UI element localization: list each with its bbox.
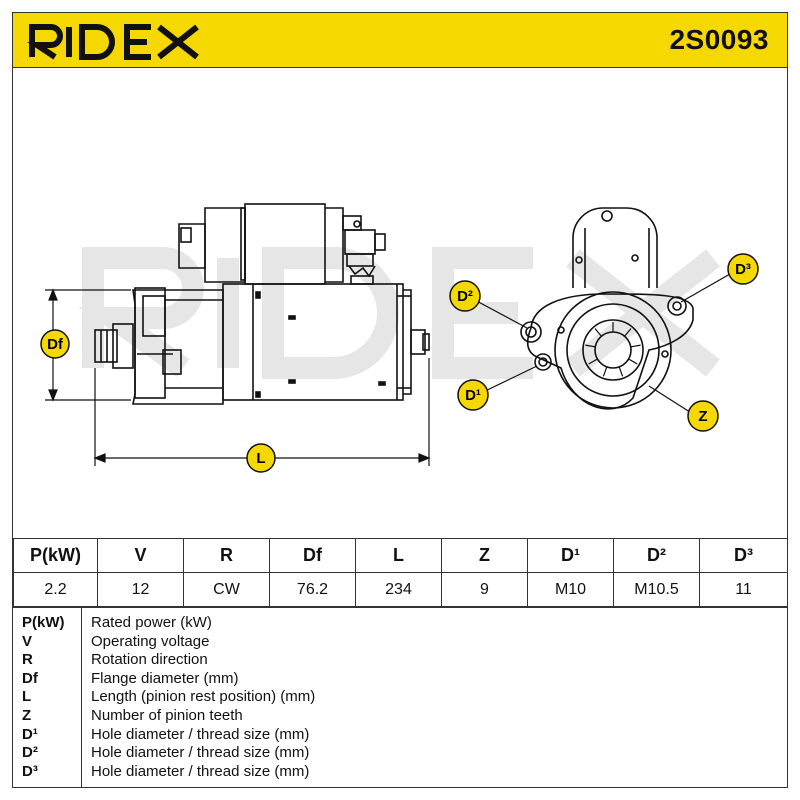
svg-text:L: L: [256, 450, 265, 467]
legend-symbol: D¹: [22, 725, 38, 743]
d2-callout: D²: [449, 280, 528, 329]
legend-description: Rated power (kW): [91, 614, 212, 631]
svg-text:Z: Z: [698, 408, 707, 425]
header-bar: 2S0093: [13, 13, 787, 68]
legend-description: Rotation direction: [91, 651, 208, 669]
legend-divider: [81, 608, 82, 788]
spec-header: V: [97, 538, 184, 573]
spec-header: D²: [613, 538, 700, 573]
legend-item: D³ Hole diameter / thread size (mm): [13, 763, 787, 782]
legend-item: L Length (pinion rest position) (mm): [13, 688, 787, 707]
d1-callout: D¹: [457, 365, 538, 411]
spec-value-row: 2.2 12 CW 76.2 234 9 M10 M10.5 11: [13, 572, 788, 607]
legend-description: Number of pinion teeth: [91, 707, 243, 724]
legend-item: P(kW) Rated power (kW): [13, 614, 787, 633]
legend-symbol: R: [22, 651, 33, 669]
spec-header: Z: [441, 538, 528, 573]
spec-header: D³: [699, 538, 788, 573]
watermark-logo: [78, 247, 720, 379]
spec-value: 11: [699, 572, 788, 607]
legend-symbol: P(kW): [22, 614, 65, 631]
spec-table: P(kW) V R Df L Z D¹ D² D³ 2.2 12 CW 76.2…: [13, 538, 788, 607]
spec-value: 9: [441, 572, 528, 607]
svg-text:D²: D²: [457, 288, 473, 305]
spec-header: D¹: [527, 538, 614, 573]
legend-item: Df Flange diameter (mm): [13, 670, 787, 689]
legend-symbol: D³: [22, 762, 38, 780]
spec-value: 2.2: [13, 572, 98, 607]
spec-header: Df: [269, 538, 356, 573]
spec-value: CW: [183, 572, 270, 607]
page-frame: [12, 12, 788, 788]
technical-drawing: Df L: [40, 203, 759, 473]
l-callout: L: [246, 443, 276, 473]
part-number: 2S0093: [669, 24, 769, 55]
spec-value: 12: [97, 572, 184, 607]
spec-value: M10.5: [613, 572, 700, 607]
legend-item: R Rotation direction: [13, 651, 787, 670]
ridex-logo: [27, 24, 199, 60]
z-callout: Z: [648, 385, 719, 432]
spec-value: 234: [355, 572, 442, 607]
legend-symbol: V: [22, 632, 33, 650]
legend-item: D¹ Hole diameter / thread size (mm): [13, 726, 787, 745]
spec-header-row: P(kW) V R Df L Z D¹ D² D³: [13, 538, 788, 573]
starter-side-view: [94, 203, 430, 405]
legend-symbol: D²: [22, 744, 38, 762]
spec-value: 76.2: [269, 572, 356, 607]
df-callout: Df: [40, 329, 70, 359]
starter-front-view: [520, 207, 694, 410]
legend-item: Z Number of pinion teeth: [13, 707, 787, 726]
legend-description: Flange diameter (mm): [91, 669, 239, 687]
legend-description: Hole diameter / thread size (mm): [91, 744, 310, 762]
legend-description: Hole diameter / thread size (mm): [91, 762, 310, 780]
spec-header: L: [355, 538, 442, 573]
legend-description: Length (pinion rest position) (mm): [91, 688, 316, 706]
spec-header: R: [183, 538, 270, 573]
legend-symbol: Z: [22, 707, 32, 724]
svg-text:Df: Df: [47, 336, 64, 353]
legend-symbol: Df: [22, 669, 38, 687]
legend-item: D² Hole diameter / thread size (mm): [13, 744, 787, 763]
legend-description: Hole diameter / thread size (mm): [91, 725, 310, 743]
svg-text:D¹: D¹: [465, 387, 481, 404]
d3-callout: D³: [680, 253, 759, 303]
spec-value: M10: [527, 572, 614, 607]
svg-text:D³: D³: [735, 261, 751, 278]
legend-symbol: L: [22, 688, 32, 706]
spec-header: P(kW): [13, 538, 98, 573]
legend-description: Operating voltage: [91, 632, 210, 650]
legend: P(kW) Rated power (kW) V Operating volta…: [13, 607, 787, 788]
legend-item: V Operating voltage: [13, 633, 787, 652]
